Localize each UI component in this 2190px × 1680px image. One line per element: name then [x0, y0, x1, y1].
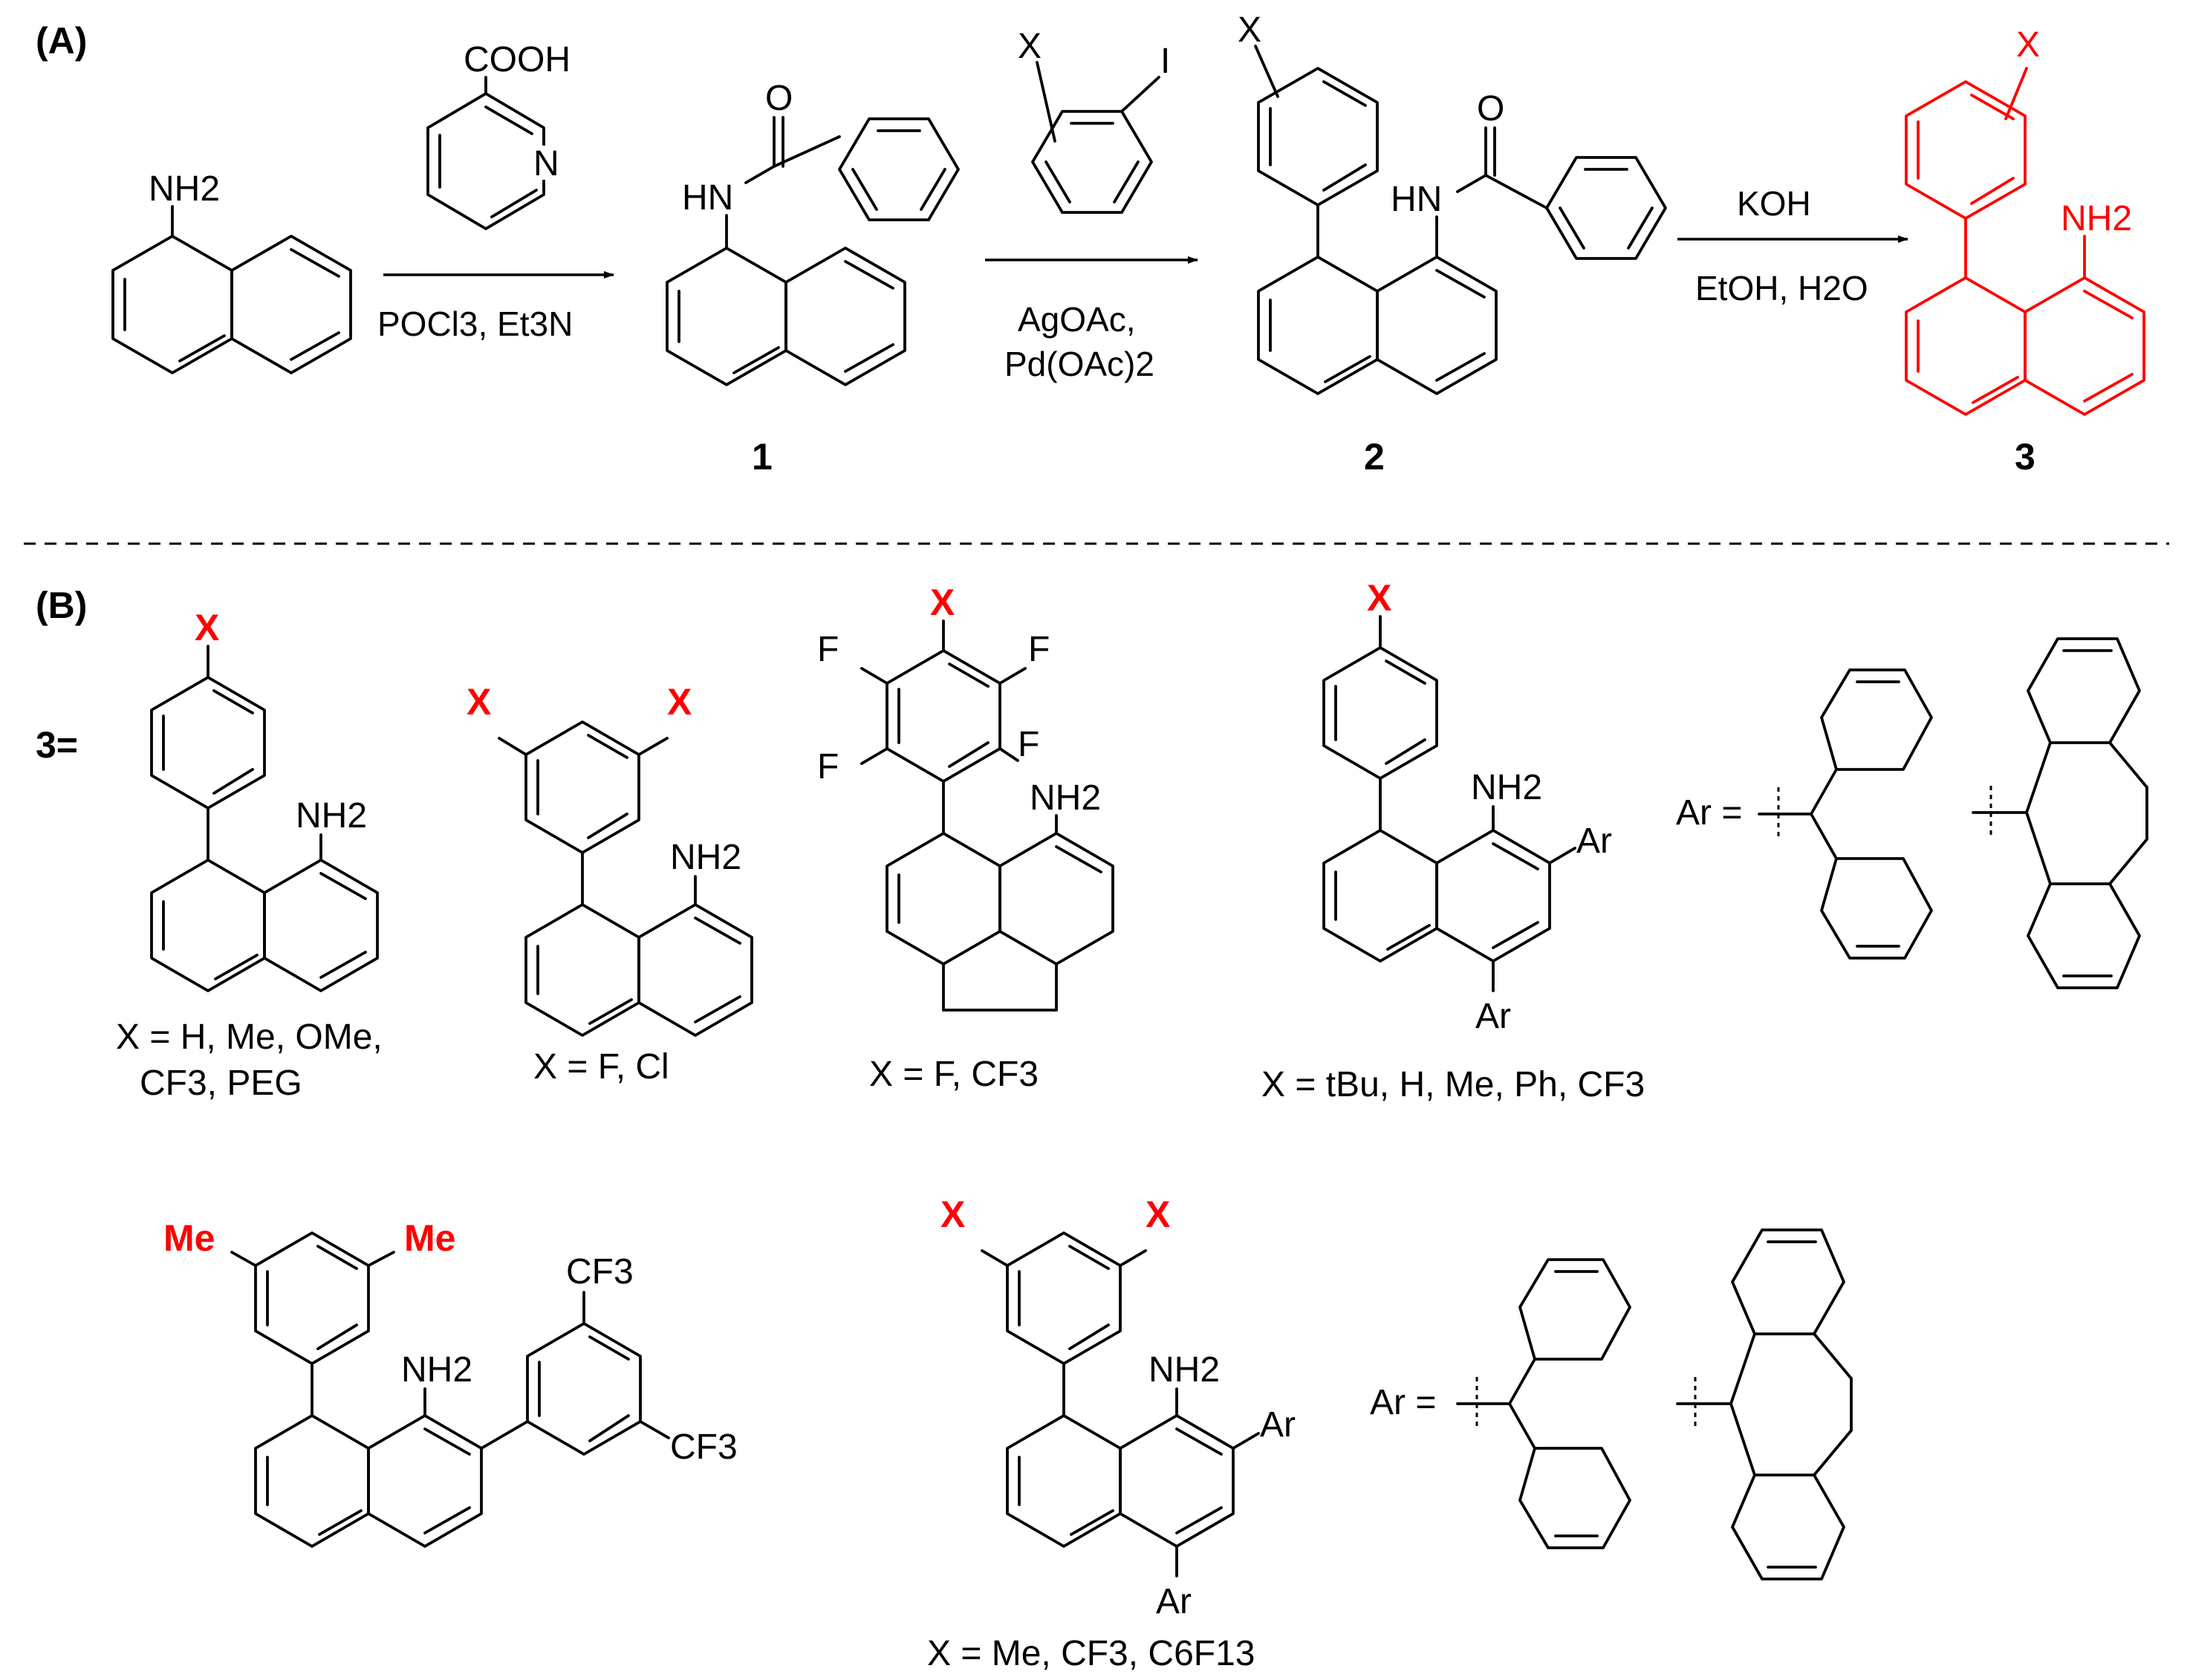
- compound-3-label: 3: [2015, 436, 2035, 478]
- x-label: X: [1018, 27, 1042, 66]
- structure-b4-caption: X = tBu, H, Me, Ph, CF3: [1261, 1065, 1645, 1104]
- nh2-label: NH2: [2061, 199, 2132, 238]
- structure-b5: Me Me NH2 CF3 CF3: [163, 1217, 738, 1548]
- structure-b1-caption-line1: X = H, Me, OMe,: [116, 1018, 383, 1057]
- fluorine-label: F: [1028, 630, 1050, 669]
- methyl-label-right: Me: [404, 1217, 455, 1259]
- x-substituent-label: X: [195, 607, 219, 648]
- cooh-label: COOH: [464, 40, 571, 79]
- picolinic-acid-structure: COOH N: [426, 40, 571, 230]
- ar-label: Ar: [1576, 821, 1612, 861]
- structure-b1-caption-line2: CF3, PEG: [140, 1064, 302, 1103]
- ar-label: Ar: [1260, 1405, 1296, 1445]
- x-substituent-label: X: [1367, 577, 1391, 619]
- hn-label: HN: [1391, 180, 1442, 219]
- naphthylamine-structure: NH2: [111, 169, 352, 374]
- step3-reagent-above: KOH: [1737, 184, 1811, 223]
- structure-b6-caption: X = Me, CF3, C6F13: [927, 1634, 1255, 1673]
- step2-reagents-line2: Pd(OAc)2: [1004, 345, 1154, 383]
- nh2-label: NH2: [401, 1350, 472, 1390]
- nh2-label: NH2: [670, 838, 741, 877]
- structure-b3-caption: X = F, CF3: [869, 1055, 1039, 1094]
- nh2-label: NH2: [1030, 778, 1101, 818]
- step1-reagents: POCl3, Et3N: [377, 305, 573, 343]
- fluorine-label: F: [817, 630, 839, 669]
- fluorine-label: F: [817, 747, 839, 787]
- ar-label: Ar: [1156, 1582, 1192, 1621]
- step2-reagents-line1: AgOAc,: [1018, 300, 1136, 339]
- cf3-label-right: CF3: [670, 1427, 738, 1467]
- panel-a-label: (A): [36, 20, 87, 62]
- x-substituent-label: X: [930, 582, 955, 623]
- x-substituent-label-left: X: [467, 681, 491, 723]
- ar-definition-label: Ar =: [1676, 793, 1742, 833]
- aryl-iodide-structure: X I: [1018, 27, 1170, 214]
- cf3-label-top: CF3: [566, 1252, 634, 1292]
- hn-label: HN: [682, 178, 733, 218]
- compound-1-label: 1: [752, 436, 773, 478]
- benzhydryl-group: [1456, 1258, 1631, 1549]
- panel-b-label: (B): [36, 585, 87, 626]
- dibenzosuberyl-group: [1676, 1228, 1853, 1580]
- compound-1-structure: HN O: [666, 79, 960, 386]
- nh2-label: NH2: [1471, 768, 1542, 807]
- carbonyl-o-label: O: [765, 79, 793, 118]
- structure-b2-caption: X = F, Cl: [533, 1047, 669, 1087]
- ar-label: Ar: [1475, 997, 1511, 1036]
- structure-b3: X F F F F NH2: [817, 582, 1114, 1012]
- product-series-label: 3=: [36, 724, 78, 766]
- compound-2-structure: X HN O: [1238, 10, 1667, 395]
- structure-b2: X X NH2: [467, 681, 753, 1037]
- structure-b4: X NH2 Ar Ar: [1322, 577, 1612, 1036]
- structure-b6: X X NH2 Ar Ar: [940, 1194, 1296, 1621]
- x-substituent-label-right: X: [667, 681, 692, 723]
- structure-b1: X NH2: [150, 607, 379, 992]
- fluorine-label: F: [1018, 725, 1039, 764]
- compound-2-label: 2: [1364, 436, 1385, 478]
- carbonyl-o-label: O: [1477, 89, 1504, 128]
- dibenzosuberyl-group: [1972, 637, 2148, 989]
- x-substituent-label-left: X: [940, 1194, 965, 1235]
- nh2-label: NH2: [149, 169, 220, 209]
- step3-reagents-below: EtOH, H2O: [1695, 269, 1868, 307]
- pyridine-n-label: N: [533, 144, 559, 183]
- x-substituent-label-right: X: [1146, 1194, 1170, 1235]
- benzhydryl-group: [1758, 668, 1933, 960]
- methyl-label-left: Me: [163, 1217, 215, 1259]
- compound-3-structure: X NH2: [1905, 25, 2145, 416]
- iodine-label: I: [1160, 42, 1170, 81]
- x-label: X: [1238, 10, 1261, 50]
- nh2-label: NH2: [1148, 1350, 1220, 1390]
- nh2-label: NH2: [296, 796, 367, 836]
- ar-definition-label: Ar =: [1370, 1383, 1436, 1422]
- x-label: X: [2016, 25, 2040, 65]
